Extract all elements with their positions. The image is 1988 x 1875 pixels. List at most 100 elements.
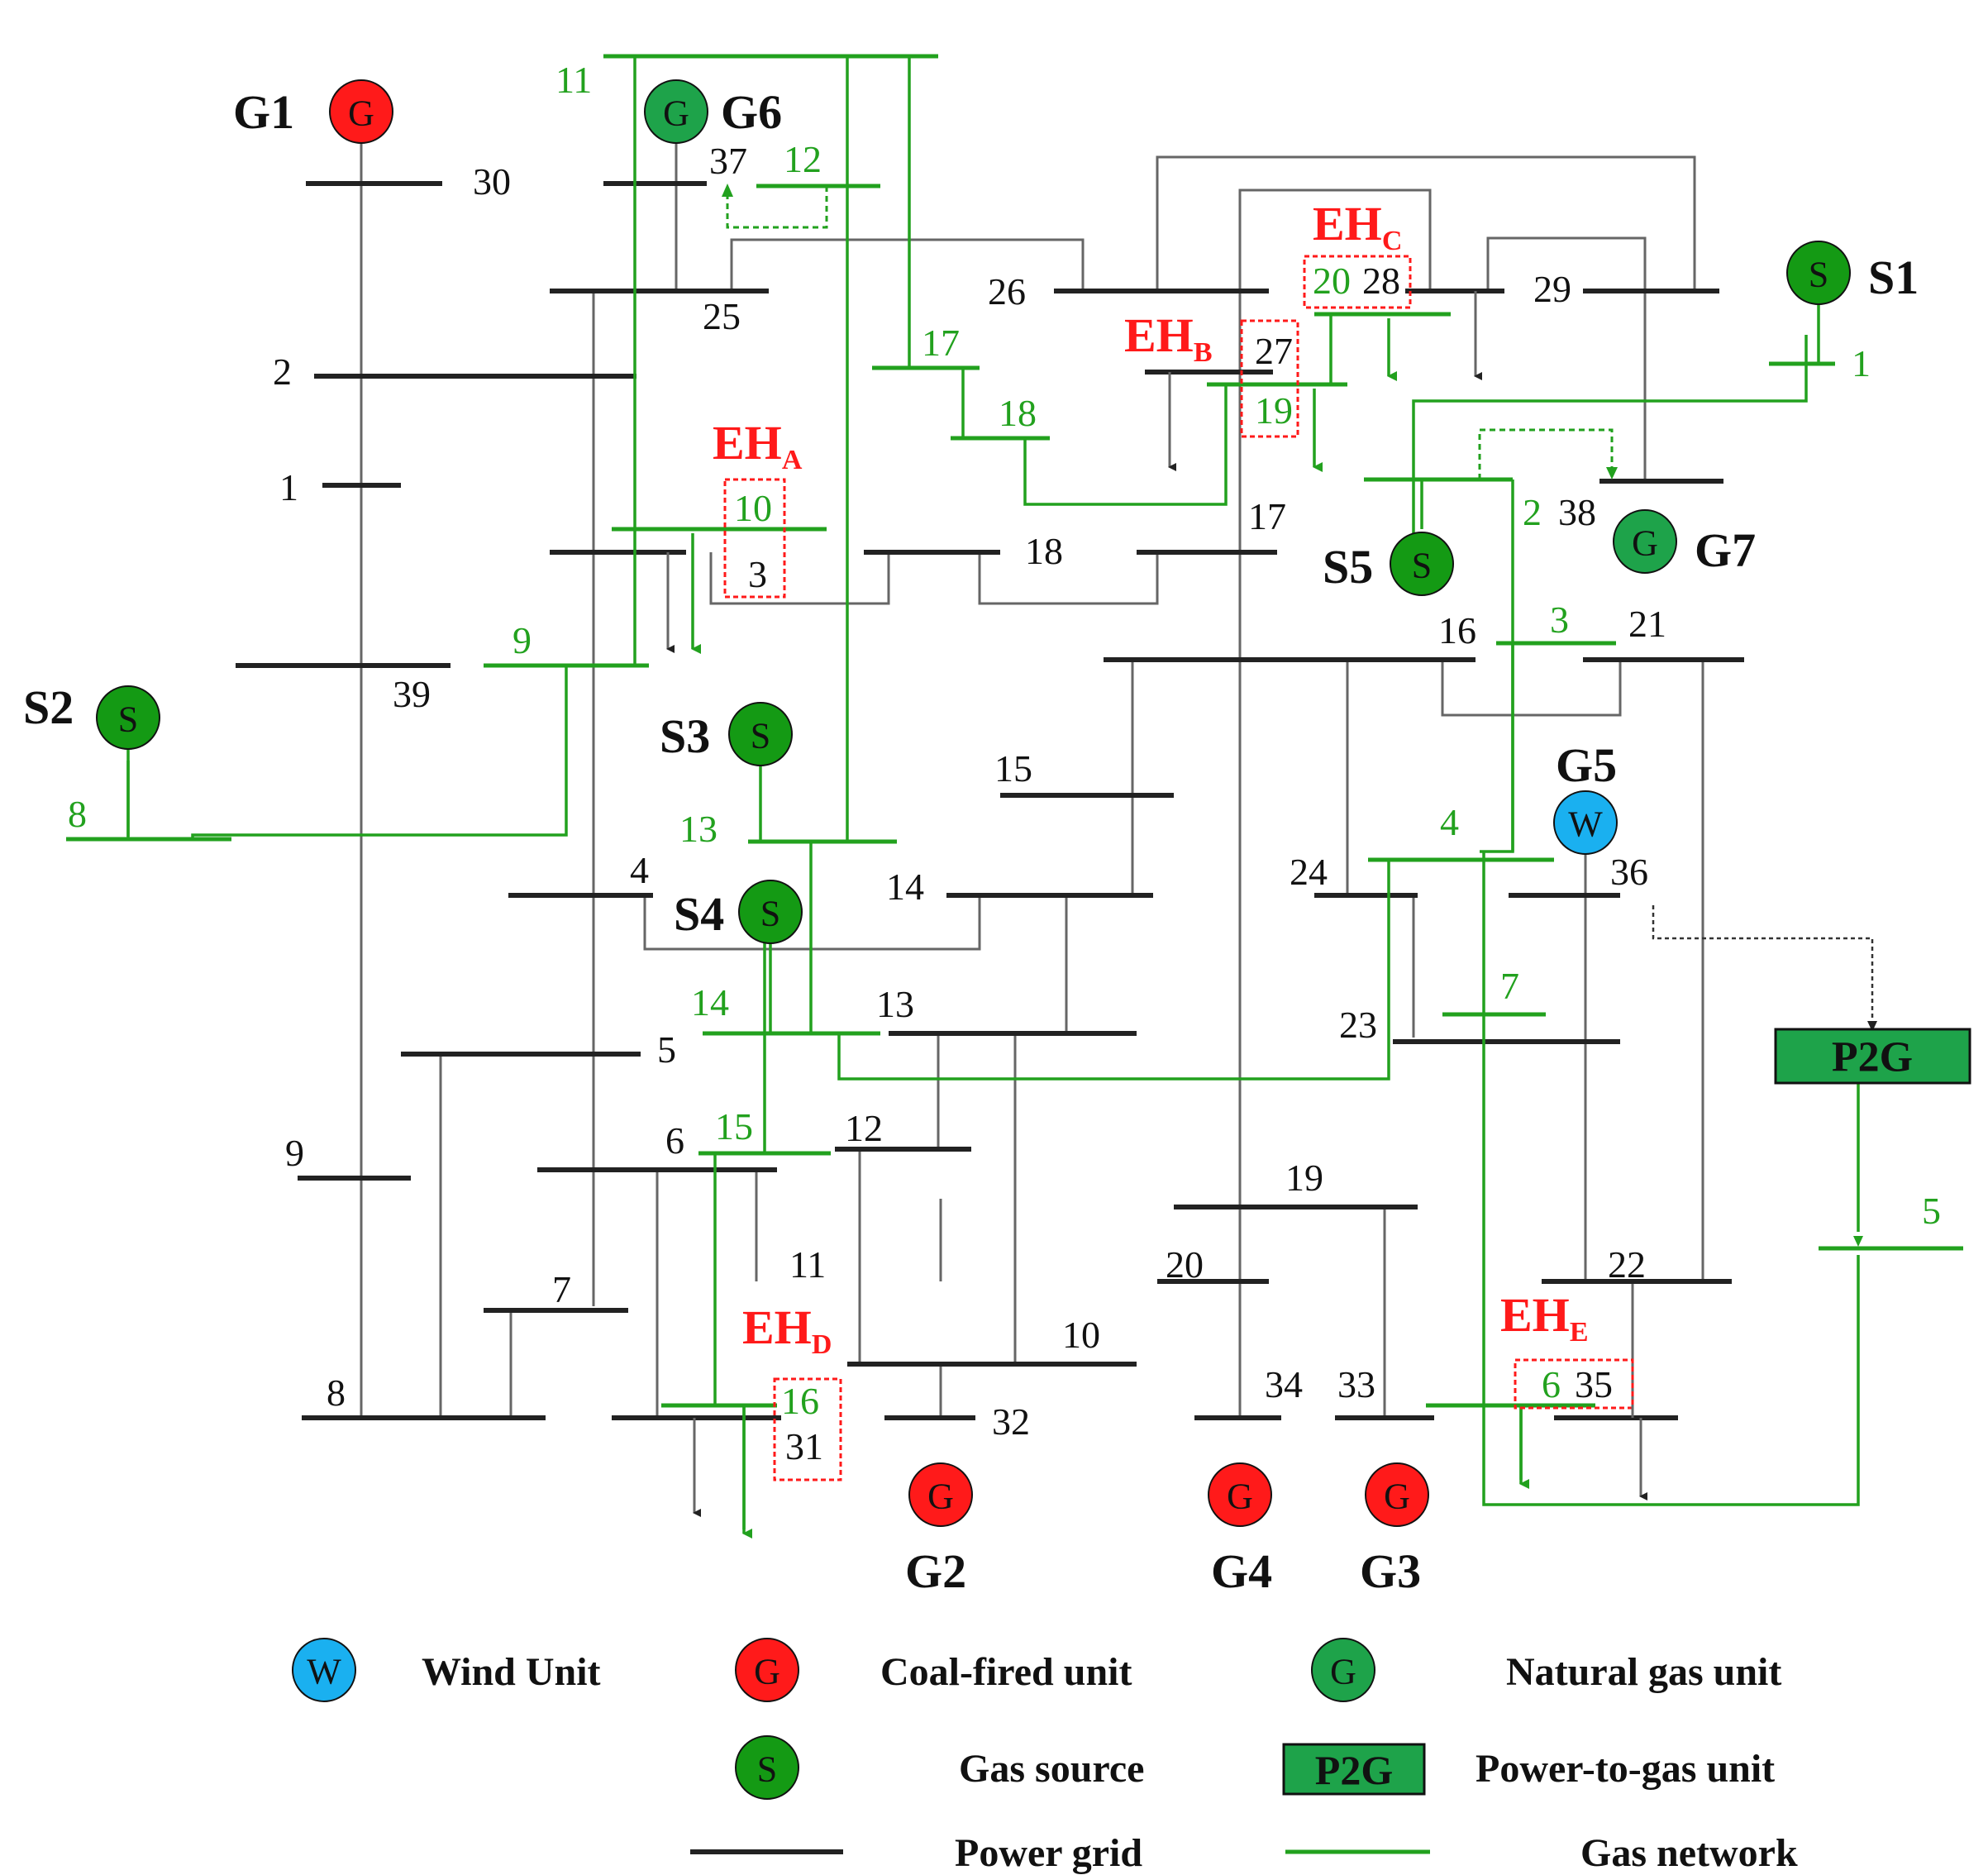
legend-gas: Gas network	[1285, 1831, 1798, 1875]
bus-label: 1	[279, 466, 298, 508]
bus-label: 22	[1608, 1243, 1646, 1286]
gas-node-label: 16	[781, 1380, 819, 1422]
bus-label: 33	[1337, 1363, 1375, 1405]
legend-gas-unit: G Natural gas unit	[1311, 1638, 1781, 1702]
gas-source-s1: S S1	[1786, 241, 1919, 364]
eh-a-box	[723, 478, 786, 599]
gas-node-label: 2	[1523, 491, 1542, 533]
svg-text:G: G	[1384, 1477, 1410, 1517]
bus-label: 17	[1248, 495, 1286, 537]
gas-node-label: 6	[1542, 1363, 1561, 1405]
bus-label: 27	[1255, 330, 1293, 372]
legend-power: Power grid	[690, 1831, 1142, 1875]
eh-c-box	[1303, 255, 1412, 309]
bus-label: 21	[1628, 603, 1666, 645]
svg-text:S5: S5	[1323, 540, 1373, 594]
svg-text:Wind Unit: Wind Unit	[422, 1650, 601, 1694]
gas-node-label: 12	[784, 138, 822, 180]
gas-node-label: 9	[512, 619, 532, 661]
energy-hubs: EHA EHB EHC EHD EHE	[713, 197, 1634, 1481]
bus-label: 6	[665, 1119, 684, 1162]
legend-coal: G Coal-fired unit	[735, 1638, 1132, 1702]
svg-text:S3: S3	[660, 709, 710, 763]
bus-label: 8	[327, 1372, 346, 1414]
svg-text:S1: S1	[1868, 250, 1919, 304]
bus-label: 19	[1285, 1157, 1323, 1199]
eh-c-label: EHC	[1313, 197, 1402, 256]
svg-text:G5: G5	[1556, 738, 1617, 792]
bus-label: 4	[630, 849, 649, 891]
bus-label: 18	[1025, 530, 1063, 572]
bus-label: 32	[992, 1400, 1030, 1443]
power-bus-labels: 1 2 3 4 5 6 7 8 9 10 11 12 13 14 15 16 1…	[273, 140, 1666, 1467]
bus-label: 9	[285, 1132, 304, 1174]
bus-label: 15	[994, 747, 1032, 790]
svg-text:S2: S2	[23, 680, 74, 734]
svg-text:W: W	[307, 1652, 341, 1692]
svg-text:G7: G7	[1695, 523, 1756, 577]
svg-text:P2G: P2G	[1832, 1034, 1913, 1081]
svg-text:S: S	[1809, 255, 1828, 295]
generators: G G1 G G6 G G7 W G5 G G2 G G4	[233, 79, 1756, 1598]
svg-text:G: G	[348, 93, 374, 134]
svg-text:G1: G1	[233, 85, 294, 139]
bus-label: 12	[845, 1107, 883, 1149]
eh-e-box	[1514, 1358, 1634, 1410]
gas-node-label: 18	[999, 392, 1037, 434]
power-buses	[236, 181, 1744, 1420]
bus-label: 2	[273, 351, 292, 393]
bus-label: 23	[1339, 1004, 1377, 1046]
p2g-unit: P2G	[1774, 1028, 1971, 1085]
gas-node-label: 17	[922, 322, 960, 364]
bus-label: 14	[886, 866, 924, 908]
generator-g4: G G4	[1208, 1462, 1272, 1598]
power-dashed-link	[1652, 905, 1874, 1025]
gas-source-s2: S S2	[23, 680, 160, 839]
bus-label: 16	[1438, 609, 1476, 651]
bus-label: 24	[1290, 851, 1328, 893]
bus-label: 3	[748, 553, 767, 595]
eh-b-box	[1240, 319, 1299, 438]
gas-source-s4: S S4	[674, 880, 803, 1033]
bus-label: 20	[1166, 1243, 1204, 1286]
svg-text:G3: G3	[1360, 1544, 1421, 1598]
gas-source-s5: S S5	[1323, 479, 1454, 596]
svg-text:S: S	[118, 699, 138, 740]
bus-label: 10	[1062, 1314, 1100, 1356]
bus-label: 11	[789, 1243, 826, 1286]
bus-label: 34	[1265, 1363, 1303, 1405]
svg-text:S: S	[1412, 546, 1432, 586]
generator-g7: G G7	[1613, 509, 1756, 577]
gas-node-label: 11	[555, 59, 592, 101]
gas-node-label: 1	[1852, 342, 1871, 384]
loads	[666, 291, 1647, 1539]
svg-text:Power-to-gas unit: Power-to-gas unit	[1476, 1747, 1775, 1791]
svg-text:S4: S4	[674, 887, 724, 941]
bus-label: 13	[876, 983, 914, 1025]
bus-label: 31	[785, 1425, 823, 1467]
bus-label: 25	[703, 295, 741, 337]
svg-text:G: G	[1632, 523, 1658, 564]
power-lines	[360, 112, 1704, 1418]
svg-text:G: G	[754, 1652, 780, 1692]
bus-label: 39	[393, 673, 431, 715]
gas-node-label: 13	[679, 808, 717, 850]
gas-node-label: 5	[1922, 1190, 1941, 1232]
svg-text:G6: G6	[721, 85, 782, 139]
svg-text:Gas source: Gas source	[959, 1747, 1144, 1791]
svg-text:S: S	[751, 716, 770, 756]
bus-label: 28	[1362, 260, 1400, 302]
eh-d-box	[773, 1377, 842, 1481]
eh-d-label: EHD	[742, 1300, 832, 1360]
generator-g3: G G3	[1360, 1462, 1429, 1598]
svg-text:G4: G4	[1211, 1544, 1272, 1598]
svg-text:Gas network: Gas network	[1580, 1831, 1798, 1875]
svg-text:P2G: P2G	[1315, 1747, 1393, 1793]
bus-label: 38	[1558, 491, 1596, 533]
svg-text:G: G	[927, 1477, 954, 1517]
svg-text:G: G	[1330, 1652, 1356, 1692]
legend-p2g: P2G Power-to-gas unit	[1282, 1743, 1775, 1796]
bus-label: 35	[1575, 1363, 1613, 1405]
bus-label: 36	[1610, 851, 1648, 893]
